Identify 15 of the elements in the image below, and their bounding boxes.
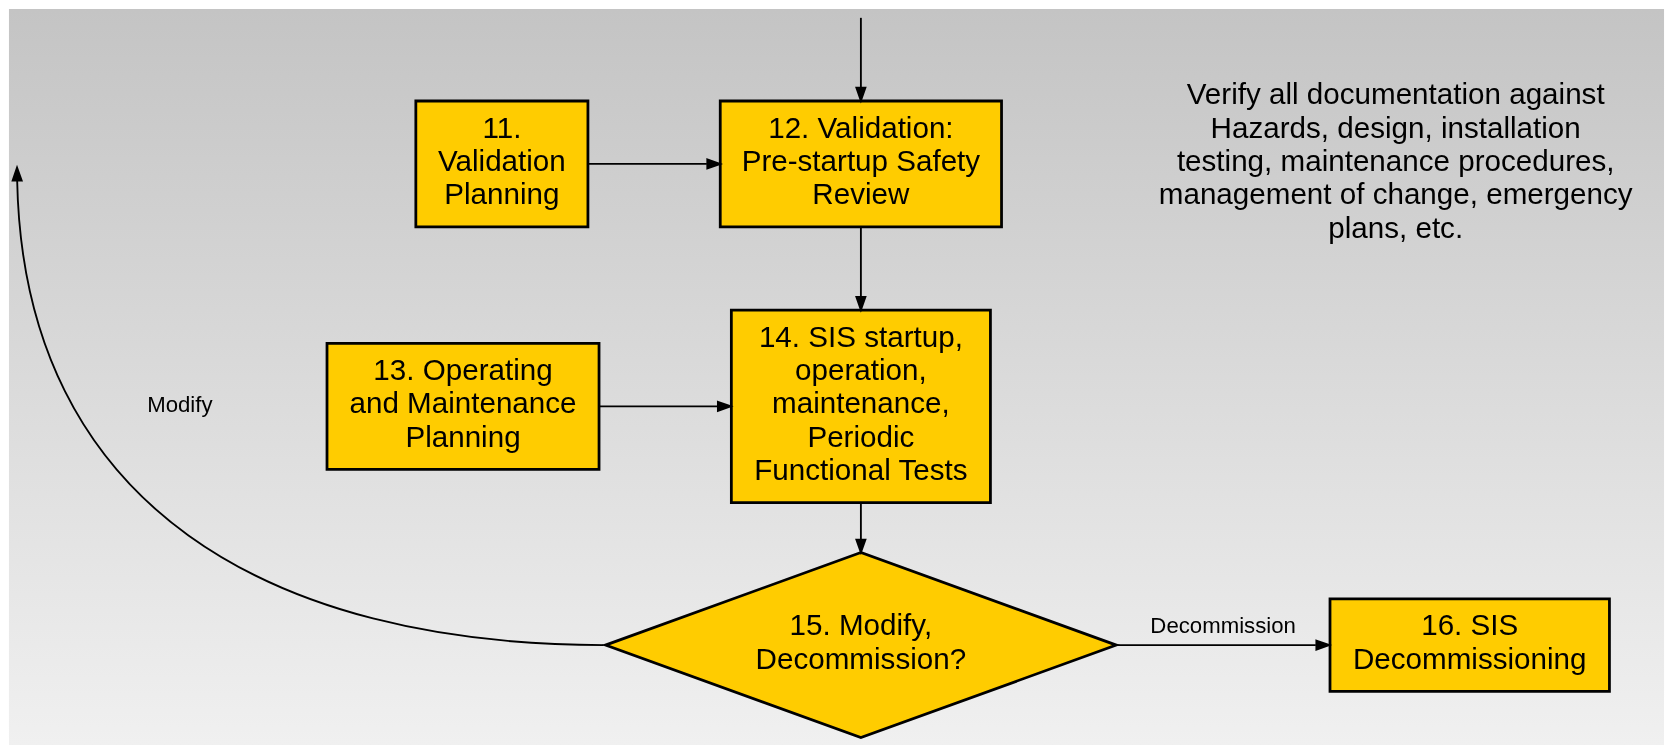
arrow xyxy=(855,226,867,313)
node-box: 12. Validation: Pre-startup Safety Review xyxy=(718,99,1003,229)
node-box: 14. SIS startup, operation, maintenance, Periodic Functional Tests xyxy=(729,308,992,504)
node-box: 16. SIS Decommissioning xyxy=(1328,597,1611,693)
edge-label: Modify xyxy=(147,392,213,418)
arrow xyxy=(855,502,867,556)
edge-label: Decommission xyxy=(1150,613,1296,639)
node-box: 13. Operating and Maintenance Planning xyxy=(325,342,601,471)
arrow xyxy=(587,158,724,170)
node-box: 11. Validation Planning xyxy=(414,99,590,229)
arrow xyxy=(1115,639,1333,651)
arrow xyxy=(11,164,605,646)
arrow xyxy=(598,400,734,413)
arrow xyxy=(855,16,867,104)
label: Verify all documentation against Hazards, design, installation testing, maintenance procedures, management of change, emergency plans, etc. xyxy=(1158,77,1633,244)
